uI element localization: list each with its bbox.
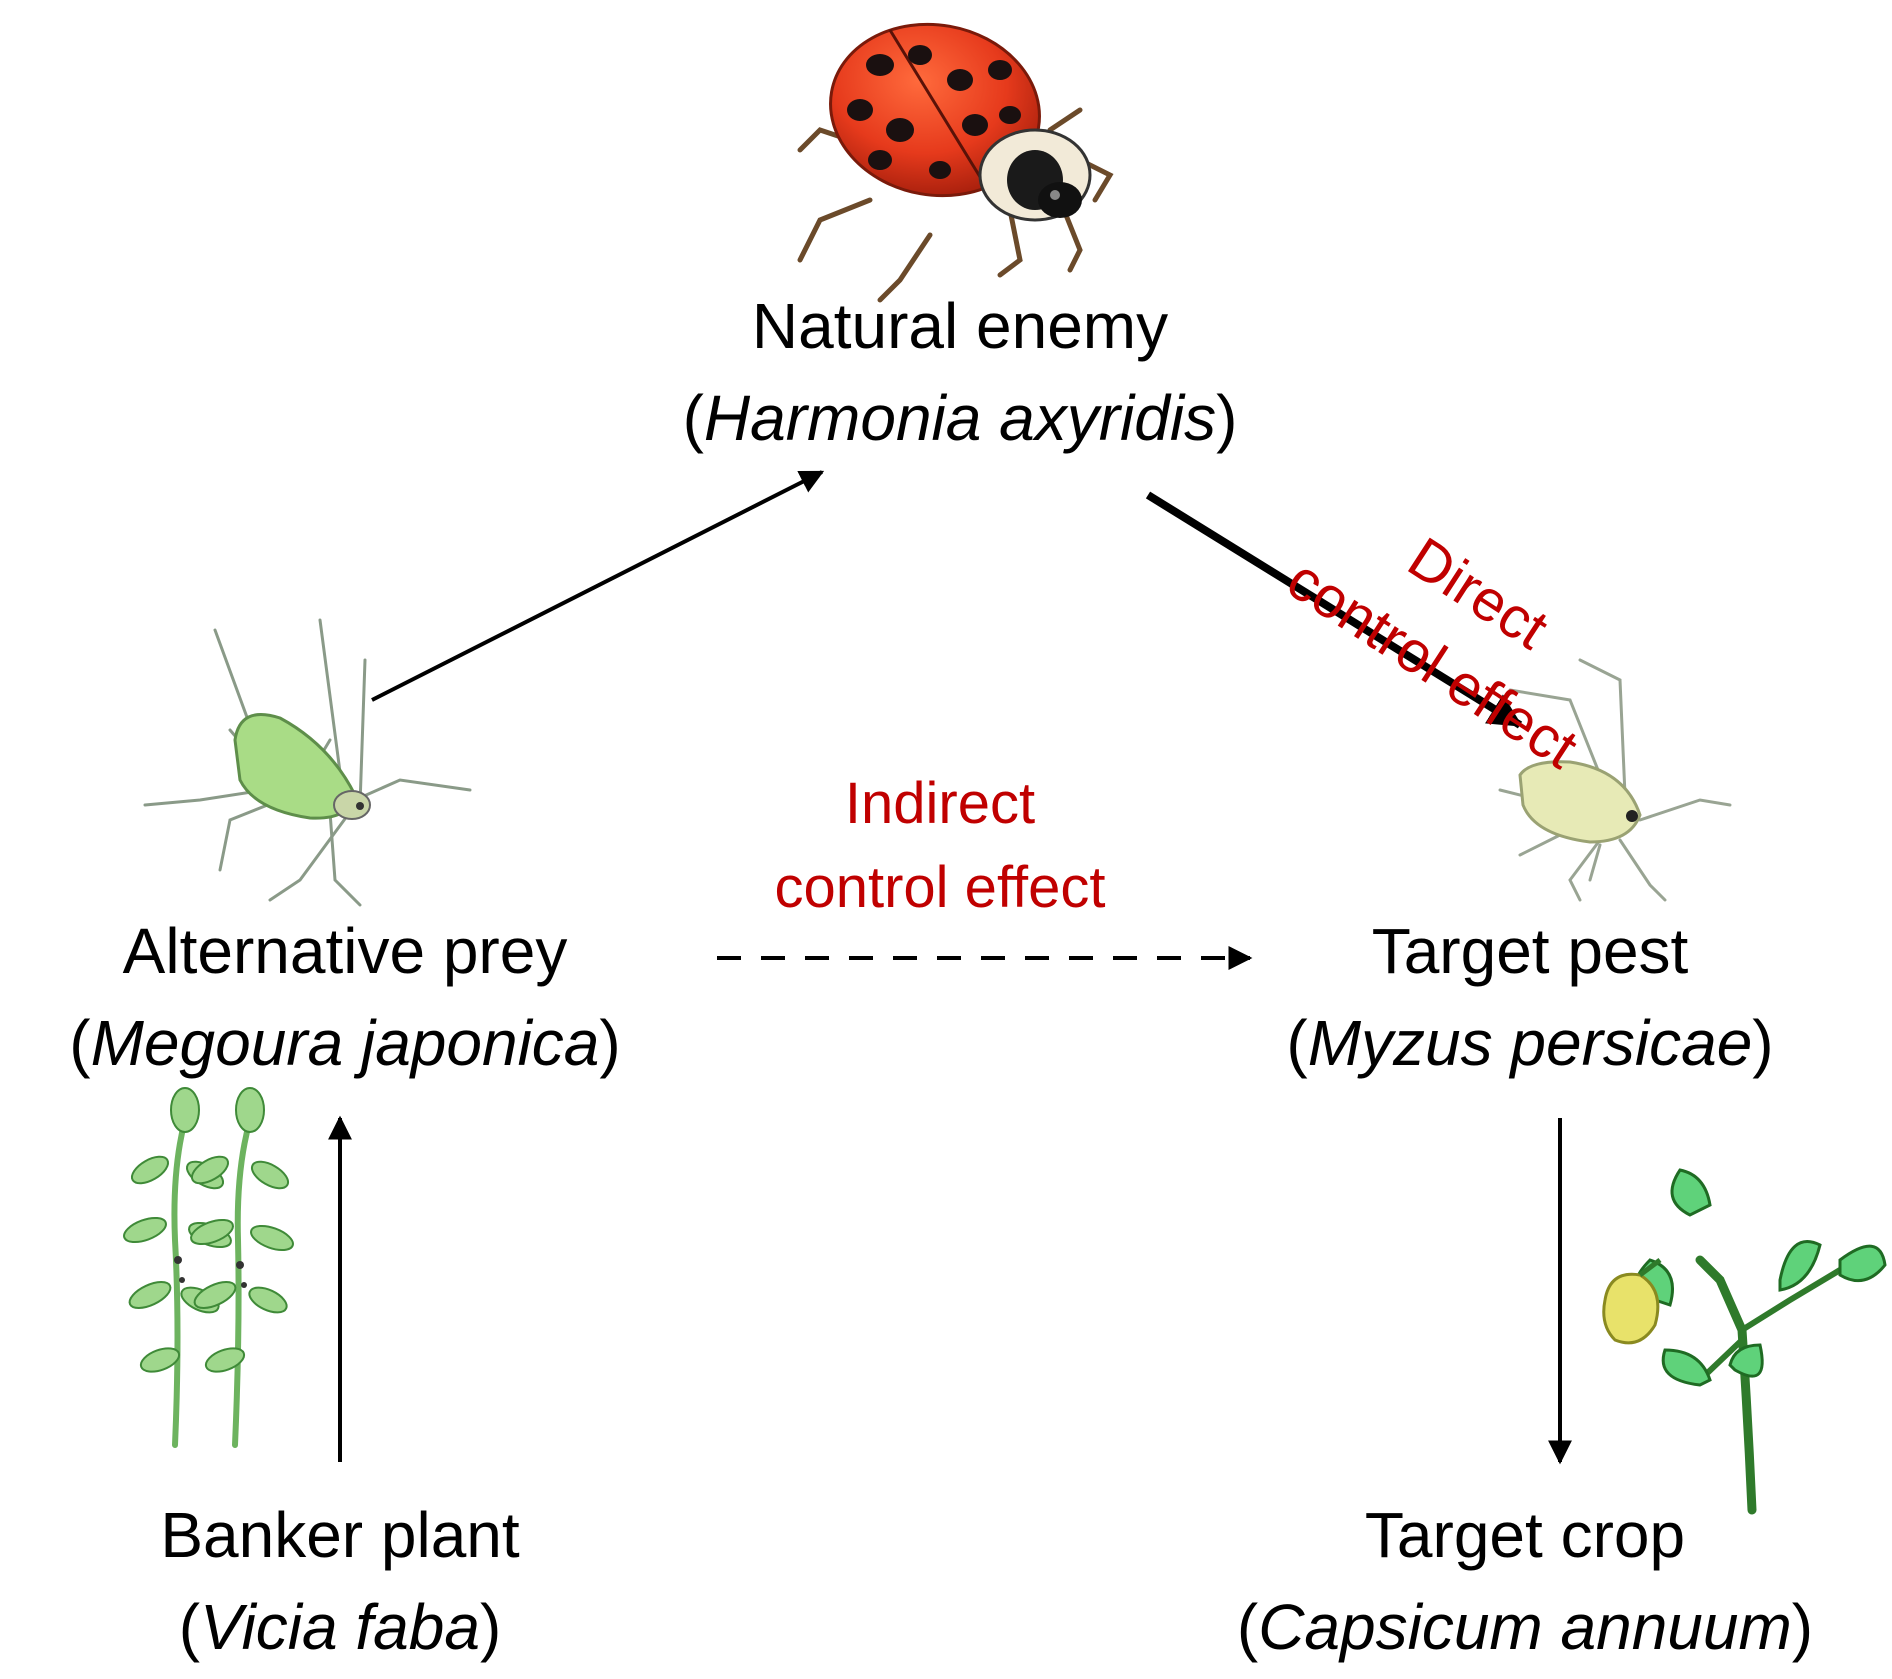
node-banker-plant: Banker plant (Vicia faba) <box>60 1489 620 1673</box>
alternative-prey-label: Alternative prey <box>122 915 568 987</box>
pepper-plant-icon <box>1602 1168 1887 1515</box>
pale-aphid-icon <box>1498 658 1732 902</box>
indirect-control-effect-label: Indirect control effect <box>700 762 1180 930</box>
broad-bean-plant-icon <box>123 1087 294 1448</box>
banker-plant-label: Banker plant <box>160 1499 520 1571</box>
target-crop-label: Target crop <box>1364 1499 1686 1571</box>
banker-plant-scientific-name: (Vicia faba) <box>178 1591 502 1663</box>
green-aphid-icon <box>143 618 472 907</box>
arrow-prey-to-enemy <box>371 470 825 702</box>
natural-enemy-label: Natural enemy <box>751 290 1169 362</box>
ladybird-beetle-icon <box>797 22 1114 303</box>
indirect-effect-line1: Indirect <box>844 771 1036 836</box>
node-target-crop: Target crop (Capsicum annuum) <box>1170 1489 1880 1673</box>
alternative-prey-scientific-name: (Megoura japonica) <box>69 1007 621 1079</box>
node-natural-enemy: Natural enemy (Harmonia axyridis) <box>580 280 1340 464</box>
node-alternative-prey: Alternative prey (Megoura japonica) <box>0 905 690 1089</box>
node-target-pest: Target pest (Myzus persicae) <box>1210 905 1850 1089</box>
indirect-effect-line2: control effect <box>774 855 1106 920</box>
target-pest-scientific-name: (Myzus persicae) <box>1286 1007 1774 1079</box>
target-crop-scientific-name: (Capsicum annuum) <box>1236 1591 1814 1663</box>
target-pest-label: Target pest <box>1371 915 1689 987</box>
natural-enemy-scientific-name: (Harmonia axyridis) <box>682 382 1238 454</box>
arrow-enemy-to-pest <box>1145 491 1523 729</box>
